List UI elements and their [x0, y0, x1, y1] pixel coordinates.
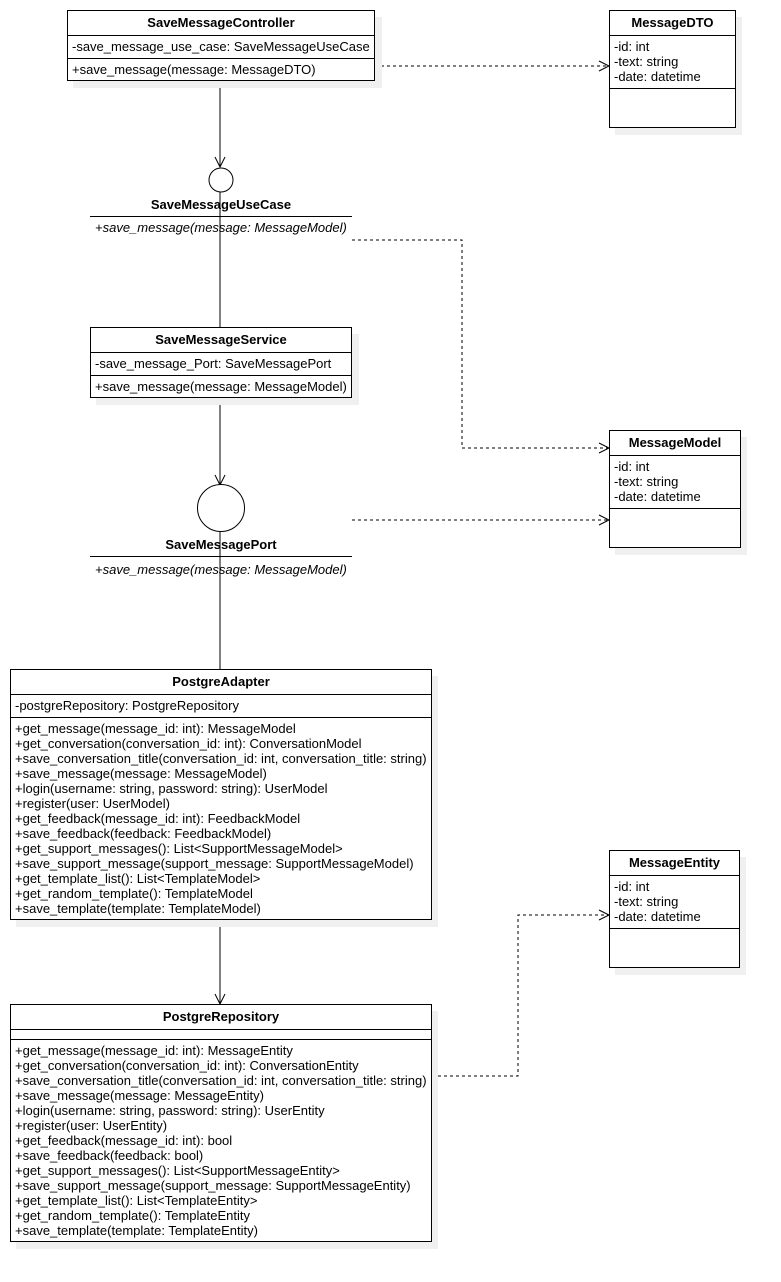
controller-class[interactable]: SaveMessageController -save_message_use_… — [67, 10, 375, 81]
attribute: -id: int — [614, 459, 650, 474]
attribute: -date: datetime — [614, 909, 701, 924]
class-name: PostgreRepository — [11, 1005, 431, 1030]
class-name: MessageEntity — [610, 851, 739, 876]
class-name: MessageDTO — [610, 11, 735, 36]
method: +save_support_message(support_message: S… — [15, 1178, 411, 1193]
repository-to-entity-dependency — [432, 914, 609, 1077]
controller-to-usecase-arrowhead — [214, 156, 226, 169]
class-name: PostgreAdapter — [11, 670, 431, 695]
port-interface-operation: +save_message(message: MessageModel) — [95, 562, 347, 577]
method: +save_message(message: MessageDTO) — [72, 62, 316, 77]
method: +save_template(template: TemplateEntity) — [15, 1223, 258, 1238]
model-class[interactable]: MessageModel -id: int -text: string -dat… — [609, 430, 741, 548]
method-section — [610, 929, 739, 935]
method: +get_message(message_id: int): MessageMo… — [15, 721, 296, 736]
attribute-section: -id: int -text: string -date: datetime — [610, 456, 740, 509]
dto-class[interactable]: MessageDTO -id: int -text: string -date:… — [609, 10, 736, 128]
method-section — [610, 89, 735, 95]
attribute: -date: datetime — [614, 489, 701, 504]
method: +get_random_template(): TemplateModel — [15, 886, 253, 901]
method-section — [610, 509, 740, 515]
method-section: +save_message(message: MessageDTO) — [68, 59, 374, 80]
attribute: -save_message_Port: SaveMessagePort — [95, 356, 332, 371]
method-section: +get_message(message_id: int): MessageMo… — [11, 718, 431, 919]
method: +get_support_messages(): List<SupportMes… — [15, 841, 343, 856]
attribute-section — [11, 1030, 431, 1040]
method: +get_template_list(): List<TemplateModel… — [15, 871, 261, 886]
class-name: MessageModel — [610, 431, 740, 456]
attribute: -save_message_use_case: SaveMessageUseCa… — [72, 39, 370, 54]
usecase-interface-operation: +save_message(message: MessageModel) — [95, 220, 347, 235]
method: +get_conversation(conversation_id: int):… — [15, 1058, 359, 1073]
attribute-section: -save_message_use_case: SaveMessageUseCa… — [68, 36, 374, 59]
attribute-section: -save_message_Port: SaveMessagePort — [91, 353, 351, 376]
usecase-interface-divider — [90, 216, 352, 217]
method: +login(username: string, password: strin… — [15, 781, 328, 796]
attribute-section: -id: int -text: string -date: datetime — [610, 36, 735, 89]
method: +get_feedback(message_id: int): bool — [15, 1133, 233, 1148]
method: +get_random_template(): TemplateEntity — [15, 1208, 250, 1223]
usecase-to-model-dependency — [352, 239, 609, 449]
port-interface-name[interactable]: SaveMessagePort — [165, 537, 277, 552]
method: +save_message(message: MessageModel) — [95, 379, 347, 394]
entity-class[interactable]: MessageEntity -id: int -text: string -da… — [609, 850, 740, 968]
method: +save_conversation_title(conversation_id… — [15, 1073, 427, 1088]
method: +get_conversation(conversation_id: int):… — [15, 736, 362, 751]
service-class[interactable]: SaveMessageService -save_message_Port: S… — [90, 327, 352, 398]
method: +get_message(message_id: int): MessageEn… — [15, 1043, 293, 1058]
method: +save_template(template: TemplateModel) — [15, 901, 261, 916]
method: +get_support_messages(): List<SupportMes… — [15, 1163, 340, 1178]
method-section: +save_message(message: MessageModel) — [91, 376, 351, 397]
method: +save_message(message: MessageModel) — [15, 766, 267, 781]
method: +get_feedback(message_id: int): Feedback… — [15, 811, 301, 826]
repository-class[interactable]: PostgreRepository +get_message(message_i… — [10, 1004, 432, 1242]
attribute: -date: datetime — [614, 69, 701, 84]
class-name: SaveMessageService — [91, 328, 351, 353]
adapter-class[interactable]: PostgreAdapter -postgreRepository: Postg… — [10, 669, 432, 920]
attribute: -text: string — [614, 894, 679, 909]
method: +save_support_message(support_message: S… — [15, 856, 414, 871]
attribute: -postgreRepository: PostgreRepository — [15, 698, 239, 713]
method: +register(user: UserEntity) — [15, 1118, 168, 1133]
method: +save_conversation_title(conversation_id… — [15, 751, 427, 766]
attribute: -id: int — [614, 39, 650, 54]
method: +save_message(message: MessageEntity) — [15, 1088, 264, 1103]
method: +get_template_list(): List<TemplateEntit… — [15, 1193, 258, 1208]
class-name: SaveMessageController — [68, 11, 374, 36]
method-section: +get_message(message_id: int): MessageEn… — [11, 1040, 431, 1241]
attribute: -text: string — [614, 54, 679, 69]
attribute: -id: int — [614, 879, 650, 894]
attribute-section: -id: int -text: string -date: datetime — [610, 876, 739, 929]
port-lollipop-circle — [197, 484, 245, 532]
attribute: -text: string — [614, 474, 679, 489]
port-interface-divider — [90, 556, 352, 557]
method: +save_feedback(feedback: FeedbackModel) — [15, 826, 272, 841]
method: +register(user: UserModel) — [15, 796, 170, 811]
usecase-interface-name[interactable]: SaveMessageUseCase — [150, 197, 292, 212]
attribute-section: -postgreRepository: PostgreRepository — [11, 695, 431, 718]
method: +save_feedback(feedback: bool) — [15, 1148, 204, 1163]
usecase-lollipop-circle — [208, 167, 234, 193]
method: +login(username: string, password: strin… — [15, 1103, 325, 1118]
